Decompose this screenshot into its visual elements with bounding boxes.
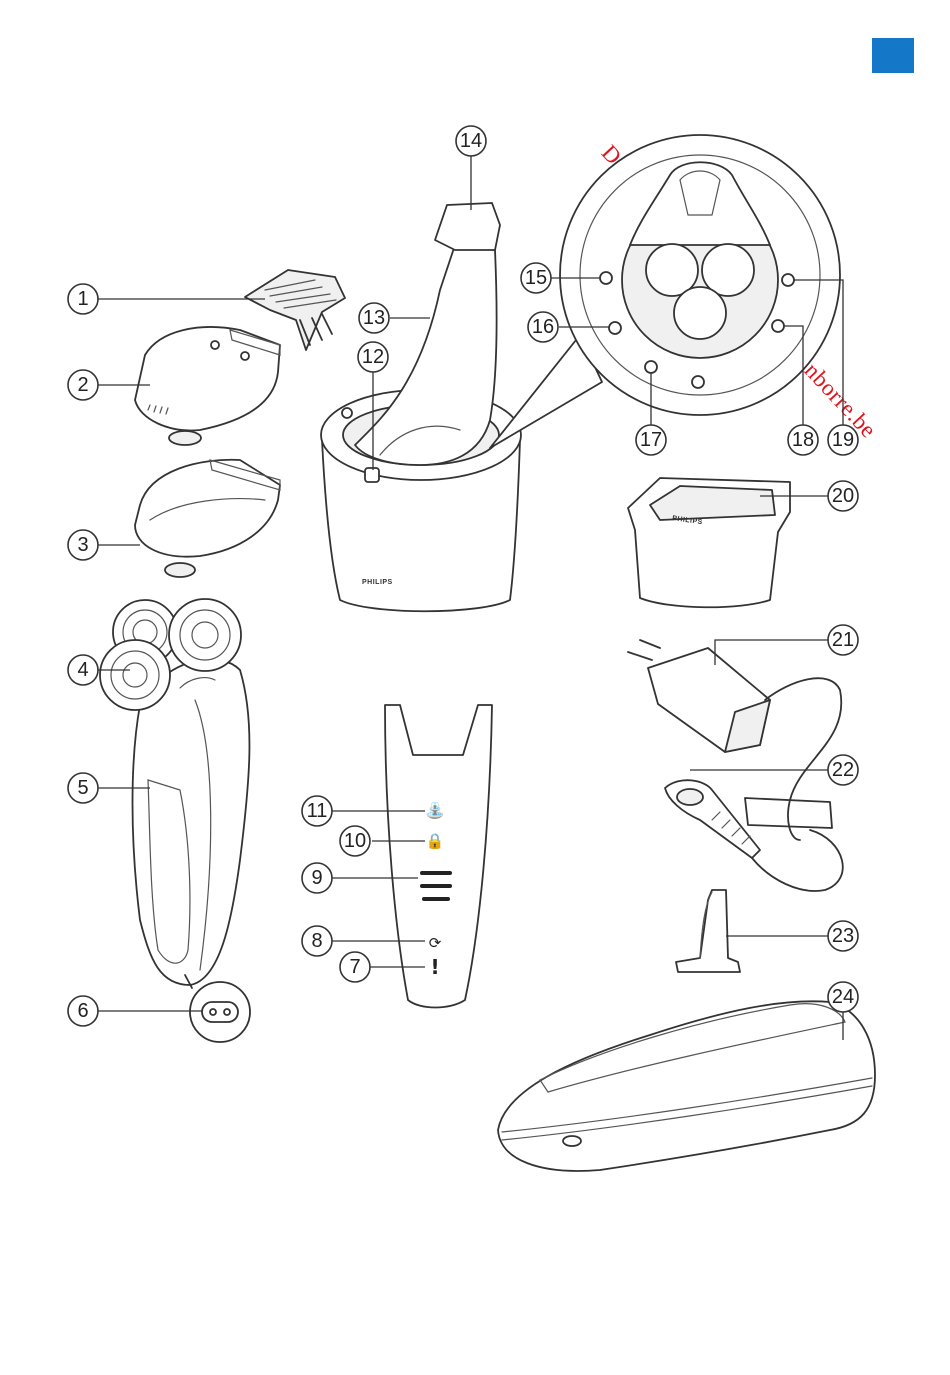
callout-20: 20 (828, 481, 858, 511)
callout-21: 21 (828, 625, 858, 655)
callout-label: 9 (311, 867, 322, 889)
callout-label: 5 (77, 777, 88, 799)
brand-label: PHILIPS (362, 579, 393, 586)
callout-label: 18 (792, 429, 814, 451)
callout-label: 6 (77, 1000, 88, 1022)
battery-bar-1 (420, 871, 452, 875)
callout-17: 17 (636, 425, 666, 455)
cleaning-brush (665, 780, 843, 891)
power-supply (628, 640, 841, 840)
display-panel: ⛲ 🔒 ⟳ ! (385, 705, 492, 1008)
callout-label: 15 (525, 267, 547, 289)
callout-label: 14 (460, 130, 482, 152)
callout-label: 16 (532, 316, 554, 338)
callout-13: 13 (359, 303, 389, 333)
cleaning-cartridge: PHILIPS (628, 478, 790, 607)
callout-label: 1 (77, 288, 88, 310)
callout-24: 24 (828, 982, 858, 1012)
callout-label: 11 (307, 800, 328, 822)
callout-1: 1 (68, 284, 98, 314)
socket-inset (185, 975, 250, 1042)
shaver (100, 599, 249, 985)
battery-bar-3 (422, 897, 450, 901)
beard-styler (135, 327, 280, 445)
callout-label: 4 (77, 659, 88, 681)
callout-22: 22 (828, 755, 858, 785)
exclamation-icon: ! (430, 955, 439, 979)
callout-2: 2 (68, 370, 98, 400)
callout-label: 17 (640, 429, 662, 451)
callout-label: 3 (77, 534, 88, 556)
battery-bar-2 (420, 884, 452, 888)
callout-23: 23 (828, 921, 858, 951)
callout-label: 13 (363, 307, 385, 329)
callout-label: 23 (832, 925, 854, 947)
tap-icon: ⛲ (425, 801, 445, 820)
callout-11: 11 (302, 796, 332, 826)
callout-label: 7 (349, 956, 360, 978)
pouch (498, 1001, 875, 1171)
callout-label: 2 (77, 374, 88, 396)
callout-4: 4 (68, 655, 98, 685)
callout-18: 18 (788, 425, 818, 455)
precision-trimmer (135, 460, 280, 577)
lock-icon: 🔒 (426, 832, 445, 850)
callout-label: 10 (344, 830, 366, 852)
callout-16: 16 (528, 312, 558, 342)
callout-9: 9 (302, 863, 332, 893)
head-replacement-icon: ⟳ (429, 934, 442, 952)
callout-8: 8 (302, 926, 332, 956)
callout-label: 24 (832, 986, 854, 1008)
callout-label: 8 (311, 930, 322, 952)
callout-7: 7 (340, 952, 370, 982)
callout-6: 6 (68, 996, 98, 1026)
callout-15: 15 (521, 263, 551, 293)
callout-19: 19 (828, 425, 858, 455)
callout-3: 3 (68, 530, 98, 560)
callout-label: 19 (832, 429, 854, 451)
callout-label: 12 (362, 346, 384, 368)
callout-10: 10 (340, 826, 370, 856)
callout-12: 12 (358, 342, 388, 372)
cleaning-unit: PHILIPS (321, 203, 521, 611)
callout-label: 21 (832, 629, 854, 651)
callout-5: 5 (68, 773, 98, 803)
stand (676, 890, 740, 972)
callout-label: 20 (832, 485, 854, 507)
callout-14: 14 (456, 126, 486, 156)
callout-label: 22 (832, 759, 854, 781)
